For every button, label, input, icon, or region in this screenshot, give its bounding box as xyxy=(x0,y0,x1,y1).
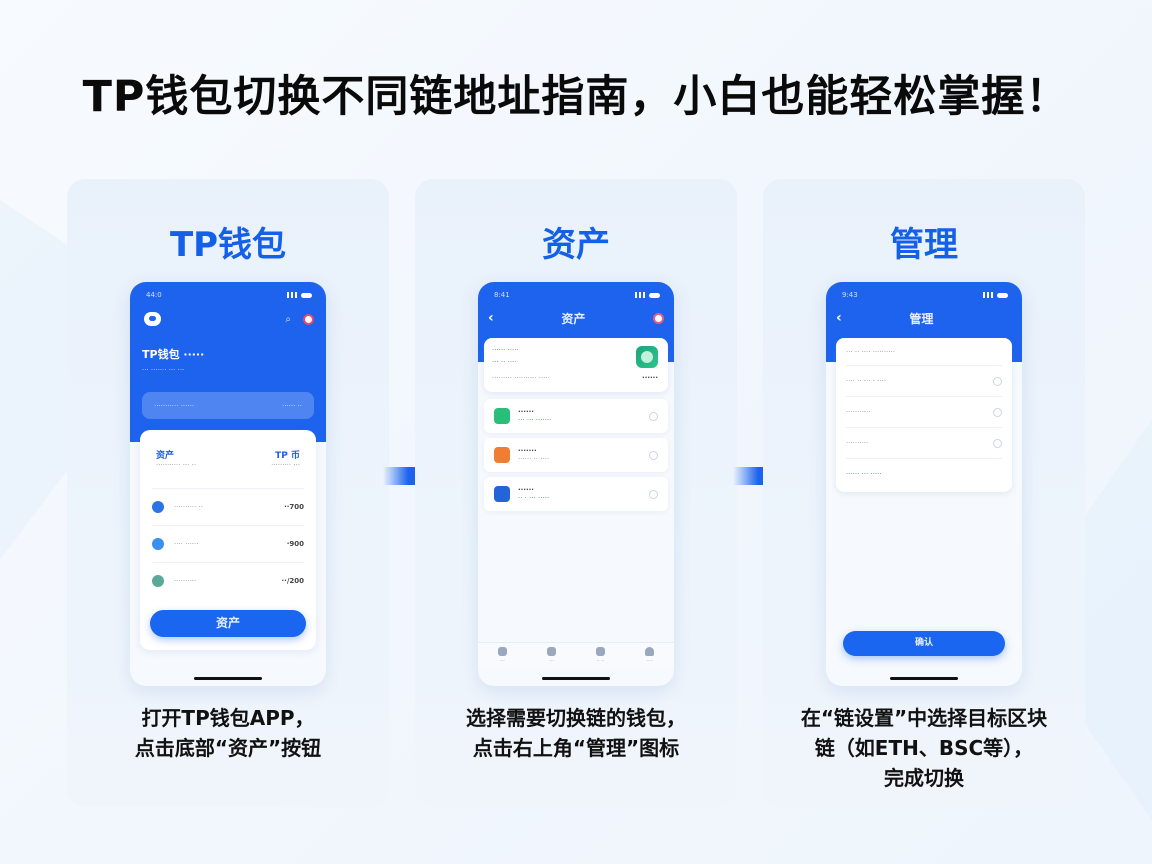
wallet-item[interactable]: ········· ··· ······· xyxy=(484,399,668,433)
page-title: TP钱包切换不同链地址指南，小白也能轻松掌握！ xyxy=(82,72,1070,122)
step-1-title: TP钱包 xyxy=(169,225,287,265)
home-indicator xyxy=(542,677,610,680)
scan-icon[interactable]: ⌕ xyxy=(285,314,291,325)
avatar[interactable] xyxy=(303,314,314,325)
status-bar: 44:0 xyxy=(146,290,312,300)
step-1-caption: 打开TP钱包APP， 点击底部“资产”按钮 xyxy=(134,706,322,760)
add-chain-link[interactable]: ······ ··· ····· xyxy=(846,458,1002,489)
step-2-title: 资产 xyxy=(542,225,610,265)
radio-button[interactable] xyxy=(993,376,1002,386)
step-card-3: 管理 9:43 ‹ 管理 ··· ·· ···· ·········· ····… xyxy=(763,179,1085,807)
chain-option[interactable]: ··········· xyxy=(846,396,1002,427)
battery-icon xyxy=(649,292,660,298)
asset-panel: 资产 ··········· ··· ·· TP 币 ········· ···… xyxy=(140,430,316,650)
tab-discover[interactable]: ·· ·· xyxy=(596,647,605,664)
asset-row[interactable]: ···· ······ ·900 xyxy=(152,525,304,561)
radio-button[interactable] xyxy=(993,407,1002,417)
phone-mockup-wallet-home: 44:0 ⌕ TP钱包 ····· ··· ······· ··· ··· ··… xyxy=(130,282,326,686)
stat-left: 资产 ··········· ··· ·· xyxy=(156,451,197,469)
battery-icon xyxy=(301,292,312,298)
step-2-caption: 选择需要切换链的钱包， 点击右上角“管理”图标 xyxy=(466,706,686,760)
nav-bar: ‹ 资产 xyxy=(488,306,664,330)
coin-blue-icon xyxy=(152,500,164,513)
status-bar: 8:41 xyxy=(494,290,660,300)
tab-profile[interactable]: ···· xyxy=(645,647,654,664)
user-icon xyxy=(645,647,654,656)
home-indicator xyxy=(194,677,262,680)
tab-assets[interactable]: ··· xyxy=(547,647,556,664)
chain-option[interactable]: ···· ·· ··· · ···· xyxy=(846,365,1002,396)
phone-mockup-manage: 9:43 ‹ 管理 ··· ·· ···· ·········· ···· ··… xyxy=(826,282,1022,686)
radio-button[interactable] xyxy=(649,489,658,499)
document-icon xyxy=(596,647,605,656)
wallet-summary-card: ······ ····· ··· ·· ···· ········· ·····… xyxy=(484,338,668,392)
tp-logo-icon xyxy=(144,312,161,326)
nav-bar: ‹ 管理 xyxy=(836,310,934,326)
tab-bar: ··· ··· ·· ·· ···· xyxy=(478,642,674,668)
signal-icon xyxy=(287,292,297,298)
chain-settings-panel: ··· ·· ···· ·········· ···· ·· ··· · ···… xyxy=(836,338,1012,492)
manage-icon[interactable] xyxy=(652,312,664,324)
wallet-brand: TP钱包 ····· xyxy=(142,348,205,361)
asset-row[interactable]: ·········· ·· ··700 xyxy=(152,488,304,524)
stat-right: TP 币 ········· ··· xyxy=(271,451,300,469)
coin-green-icon xyxy=(152,574,164,587)
wallet-app-icon xyxy=(636,346,658,368)
battery-icon xyxy=(997,292,1008,298)
search-input[interactable]: ··········· ······ ······ ·· xyxy=(142,392,314,419)
assets-button[interactable]: 资产 xyxy=(150,610,306,637)
home-icon xyxy=(498,647,507,656)
radio-button[interactable] xyxy=(993,438,1002,448)
back-icon[interactable]: ‹ xyxy=(836,310,842,326)
confirm-button[interactable]: 确认 xyxy=(843,631,1005,656)
wallet-item[interactable]: ············· ·· ···· xyxy=(484,438,668,472)
radio-button[interactable] xyxy=(649,411,658,421)
signal-icon xyxy=(983,292,993,298)
tab-home[interactable]: ··· xyxy=(498,647,507,664)
step-card-1: TP钱包 44:0 ⌕ TP钱包 ····· ··· ······· ··· ·… xyxy=(67,179,389,807)
phone-header: 44:0 ⌕ TP钱包 ····· ··· ······· ··· ··· ··… xyxy=(130,282,326,442)
status-bar: 9:43 xyxy=(842,290,1008,300)
coin-lightblue-icon xyxy=(152,537,164,550)
wallet-icon xyxy=(547,647,556,656)
wallet-blue-icon xyxy=(494,486,510,502)
chain-option[interactable]: ·········· xyxy=(846,427,1002,458)
phone-mockup-assets: 8:41 ‹ 资产 ······ ····· ··· ·· ···· ·····… xyxy=(478,282,674,686)
home-indicator xyxy=(890,677,958,680)
step-card-2: 资产 8:41 ‹ 资产 ······ ····· ··· ·· ···· ··… xyxy=(415,179,737,807)
wallet-green-icon xyxy=(494,408,510,424)
asset-row[interactable]: ·········· ··/200 xyxy=(152,562,304,598)
wallet-subtitle: ··· ······· ··· ··· xyxy=(142,366,185,374)
radio-button[interactable] xyxy=(649,450,658,460)
back-icon[interactable]: ‹ xyxy=(488,310,494,326)
signal-icon xyxy=(635,292,645,298)
step-3-caption: 在“链设置”中选择目标区块 链（如ETH、BSC等）， 完成切换 xyxy=(800,706,1048,790)
step-3-title: 管理 xyxy=(890,225,958,265)
wallet-orange-icon xyxy=(494,447,510,463)
wallet-item[interactable]: ········ · ··· ····· xyxy=(484,477,668,511)
